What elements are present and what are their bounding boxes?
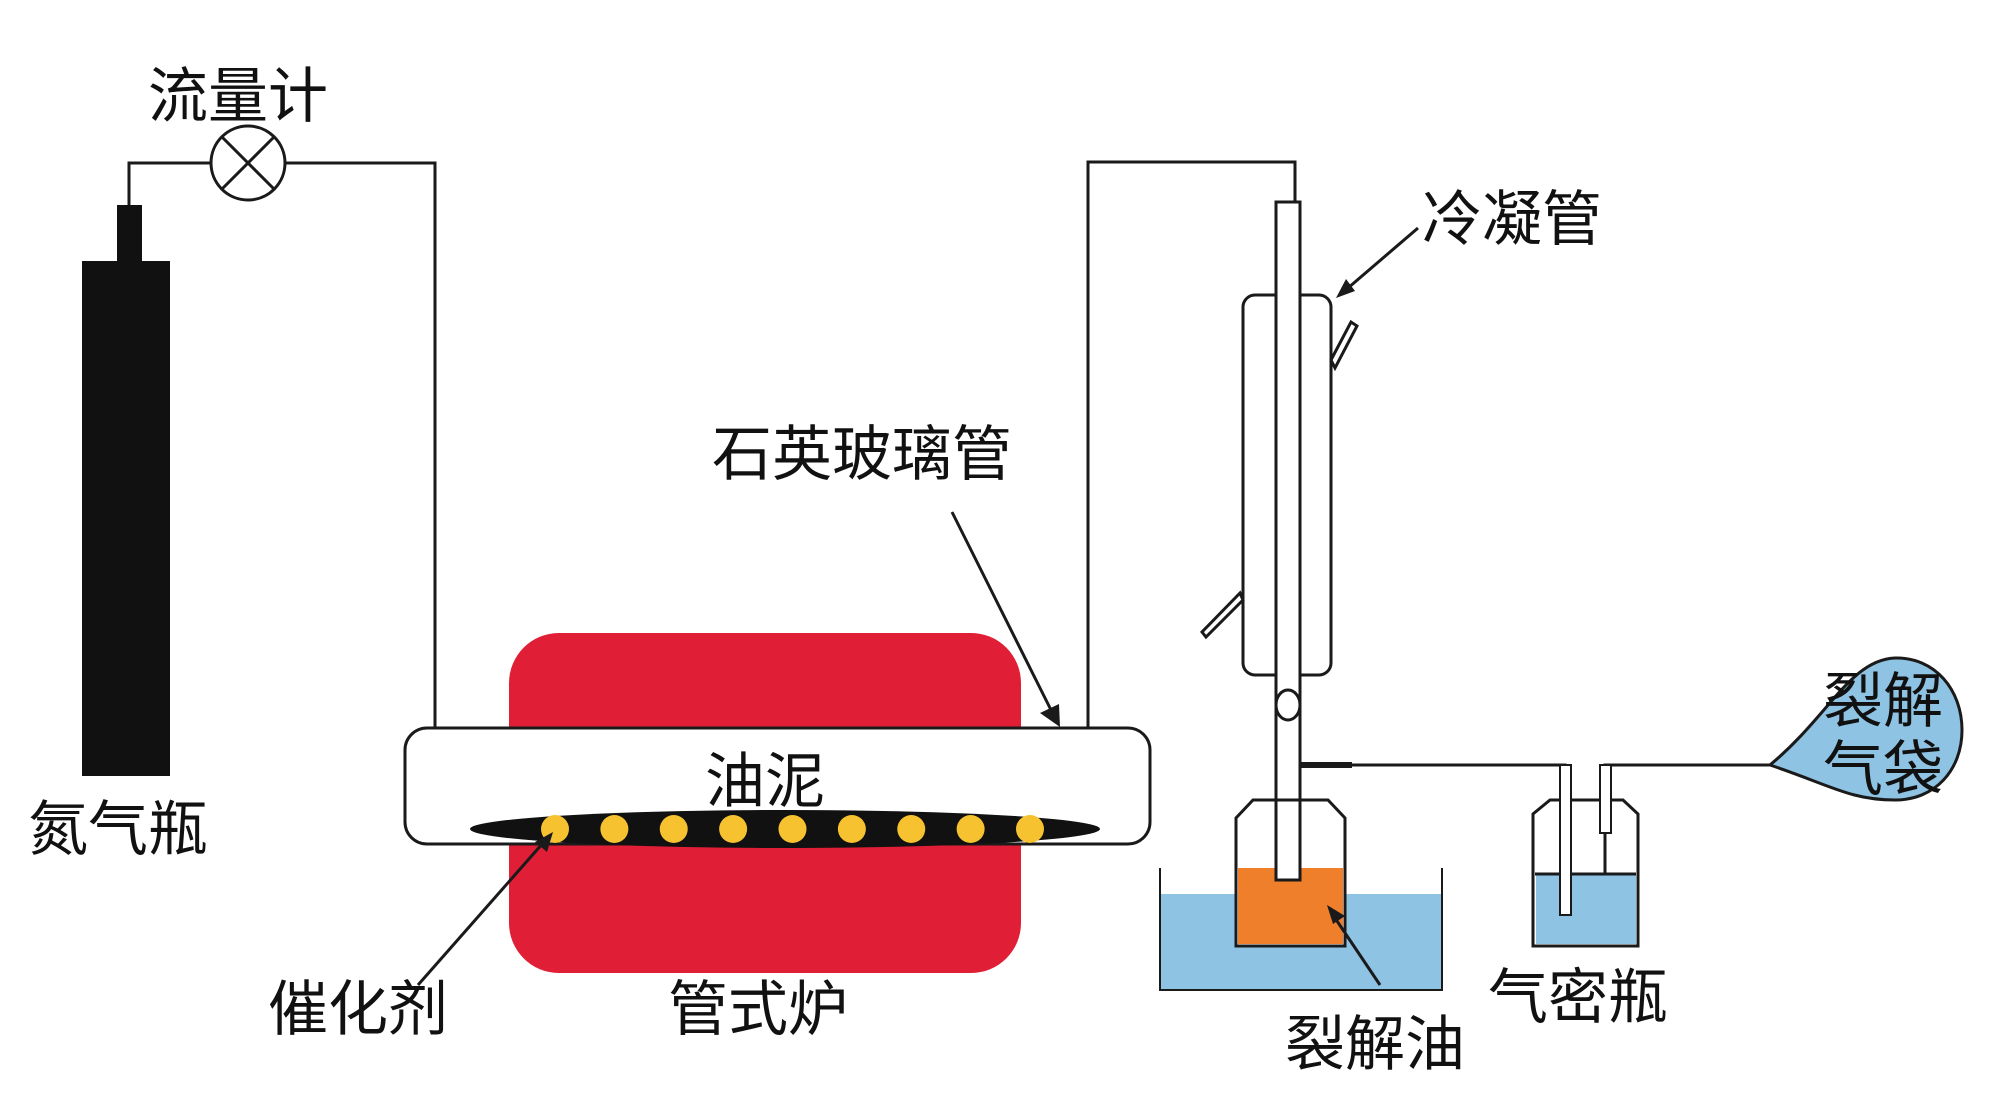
bath-walls [1159,868,1443,991]
airtight-bottle-label: 气密瓶 [1488,963,1668,1033]
cracked-oil-flask [1234,798,1347,948]
line-bottle-to-gasbag [1603,763,1770,874]
cylinder-body [82,261,170,776]
catalyst-particle [719,815,748,843]
airtight-bottle [1531,764,1640,948]
catalyst-particle [956,815,985,843]
cracked-oil-pointer [1327,905,1382,986]
condenser [1200,200,1359,829]
quartz-tube-label: 石英玻璃管 [712,420,1012,490]
flowmeter-label: 流量计 [148,62,328,132]
catalyst-particle [778,815,807,843]
bottle-outline [1531,798,1640,948]
line-condenser-to-bottle [1312,763,1567,874]
flask-inlet-tube [1274,798,1302,882]
bottle-inlet-tube [1559,764,1572,916]
catalyst-label: 催化剂 [268,975,448,1045]
line-cylinder-to-flowmeter [127,161,210,205]
quartz-tube-pointer [950,511,1060,727]
condenser-label: 冷凝管 [1422,185,1602,255]
condenser-upper-nozzle [1329,319,1359,372]
line-furnace-to-condenser [1086,160,1297,728]
valve-cross-icon [209,124,287,202]
cylinder-neck [117,205,142,261]
nitrogen-cylinder [82,205,170,776]
catalyst-particle [600,815,629,843]
line-flowmeter-to-furnace [286,161,437,728]
nitrogen-cylinder-label: 氮气瓶 [28,795,208,865]
catalyst-particles [541,815,1044,843]
catalyst-pointer [416,832,553,986]
gas-bag-label-line2: 气袋 [1823,735,1943,805]
catalyst-particle [837,815,866,843]
gas-bag-label-line1: 裂解 [1823,667,1943,737]
catalyst-particle [659,815,688,843]
oil-sludge-label: 油泥 [705,747,825,817]
tube-furnace-label: 管式炉 [668,975,848,1045]
catalyst-particle [1016,815,1044,843]
bottle-outlet-tube [1599,764,1612,834]
condenser-bulb [1274,688,1302,722]
condenser-lower-nozzle [1200,590,1245,640]
cracked-oil-label: 裂解油 [1285,1010,1465,1080]
bottle-water [1536,874,1636,944]
condenser-inner-tube [1274,200,1302,829]
catalyst-particle [897,815,926,843]
gas-collection-bag [1766,656,1964,802]
condenser-pointer [1336,226,1419,298]
